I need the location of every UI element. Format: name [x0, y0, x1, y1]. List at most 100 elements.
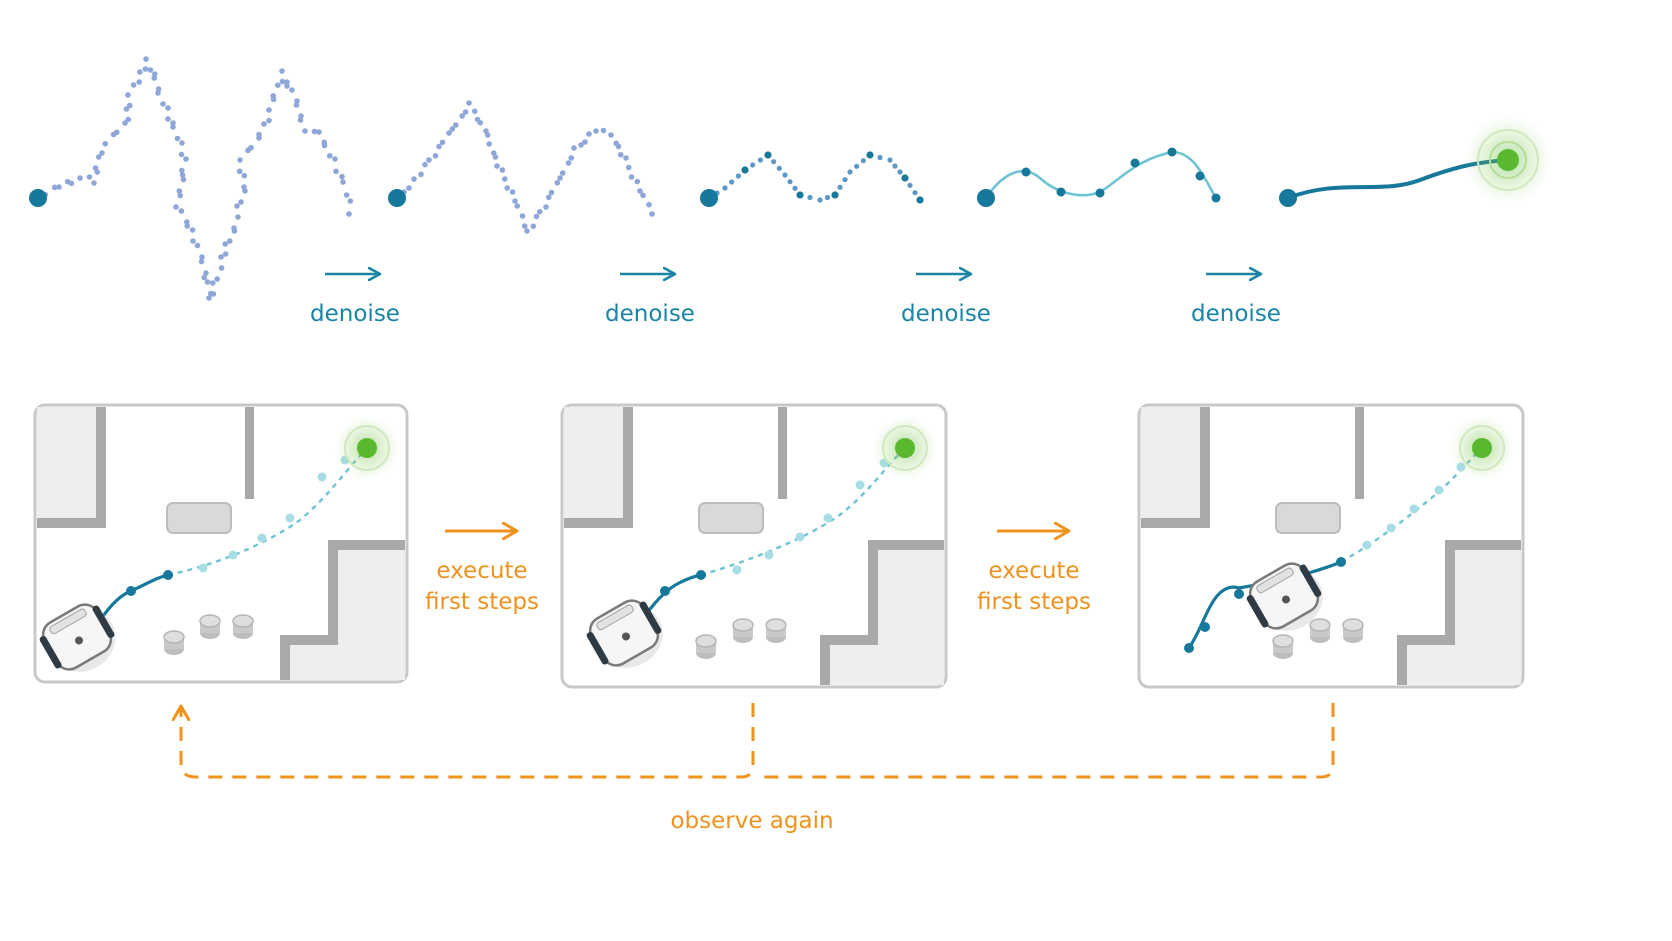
noise-point	[446, 130, 452, 136]
noise-point	[615, 143, 622, 150]
wall	[1355, 407, 1364, 499]
noise-point	[222, 241, 228, 247]
noise-point	[227, 238, 233, 244]
noise-point	[256, 131, 262, 138]
robot-lidar	[622, 632, 630, 641]
robot	[1246, 562, 1323, 631]
noise-point	[625, 164, 632, 171]
trajectory-stage-2	[388, 100, 655, 234]
trajectory-point	[757, 157, 763, 163]
noise-point	[519, 213, 526, 219]
trajectory-point	[787, 179, 793, 185]
noise-point	[99, 150, 105, 156]
noise-point	[512, 198, 518, 204]
planned-waypoint	[795, 532, 805, 542]
trajectory-stage-1	[29, 56, 354, 301]
waypoint	[1211, 193, 1221, 203]
noise-point	[492, 154, 499, 160]
waypoint	[1130, 158, 1140, 168]
noise-point	[504, 185, 511, 191]
goal-marker	[895, 438, 915, 458]
executed-waypoint	[126, 586, 136, 596]
trajectory-point	[807, 194, 813, 201]
noise-point	[426, 157, 432, 163]
goal-marker	[1472, 438, 1492, 458]
stool-obstacle	[199, 614, 221, 628]
noise-point	[486, 141, 493, 147]
noise-point	[293, 102, 300, 108]
noise-point	[600, 127, 607, 134]
noise-point	[333, 168, 339, 175]
noise-point	[206, 295, 212, 301]
execute-label: execute	[436, 558, 527, 584]
noise-point	[347, 198, 354, 204]
noise-point	[586, 131, 592, 137]
map-frame	[1137, 403, 1525, 689]
noise-point	[91, 180, 97, 186]
wall	[564, 407, 633, 528]
start-dot	[29, 189, 47, 207]
executed-path	[645, 573, 702, 614]
robot-wheel	[586, 632, 609, 665]
noise-point	[524, 228, 530, 234]
executed-waypoint	[163, 570, 173, 580]
start-dot	[1279, 189, 1297, 207]
stool-obstacle	[732, 618, 754, 632]
robot-sensor	[49, 608, 87, 635]
noise-point	[571, 145, 577, 151]
trajectory-point	[860, 158, 866, 164]
noise-point	[640, 192, 646, 199]
noise-point	[143, 56, 149, 62]
noise-point	[289, 87, 295, 93]
noise-point	[439, 139, 446, 146]
noise-point	[432, 152, 439, 159]
denoise-label: denoise	[1191, 301, 1281, 327]
noise-point	[165, 116, 171, 122]
planned-waypoint	[732, 565, 742, 575]
noise-point	[521, 223, 528, 229]
goal-marker	[357, 438, 377, 458]
trajectory-point	[824, 194, 831, 201]
noise-point	[201, 274, 208, 281]
planned-waypoint	[257, 533, 267, 543]
noise-point	[499, 167, 506, 173]
noise-point	[554, 179, 561, 186]
noise-point	[418, 171, 424, 178]
noise-point	[326, 152, 333, 159]
robot-wheel	[92, 605, 115, 638]
room-block	[37, 407, 101, 523]
observe-again-label: observe again	[670, 808, 833, 834]
trajectory-point	[866, 151, 874, 159]
stool-obstacle	[1342, 618, 1364, 632]
trajectory-point	[892, 163, 898, 169]
stool-obstacle	[163, 630, 185, 644]
trajectory-point	[735, 173, 741, 179]
waypoint	[1021, 167, 1031, 177]
room-block	[285, 545, 405, 680]
noise-point	[279, 68, 285, 74]
stool-obstacle	[695, 634, 717, 648]
noise-point	[190, 238, 196, 244]
noise-point	[56, 184, 62, 190]
noise-point	[237, 157, 243, 163]
noise-point	[125, 92, 131, 98]
noise-point	[113, 129, 120, 136]
trajectory-point	[912, 190, 918, 196]
noise-point	[142, 66, 149, 72]
trajectory-point	[776, 165, 782, 171]
noise-point	[543, 204, 549, 210]
trajectory-stage-3	[700, 151, 924, 207]
stool-obstacle	[765, 618, 787, 632]
trajectory-point	[741, 166, 749, 174]
noise-point	[95, 154, 102, 160]
denoise-label: denoise	[901, 301, 991, 327]
execute-arrow-2: execute first steps	[977, 531, 1091, 615]
planned-waypoint	[855, 480, 865, 490]
noise-point	[210, 291, 217, 297]
noise-point	[275, 82, 281, 88]
trajectory-point	[782, 172, 788, 178]
robot-wheel	[39, 636, 62, 669]
noise-point	[147, 67, 154, 73]
goal-dot	[1497, 149, 1519, 171]
